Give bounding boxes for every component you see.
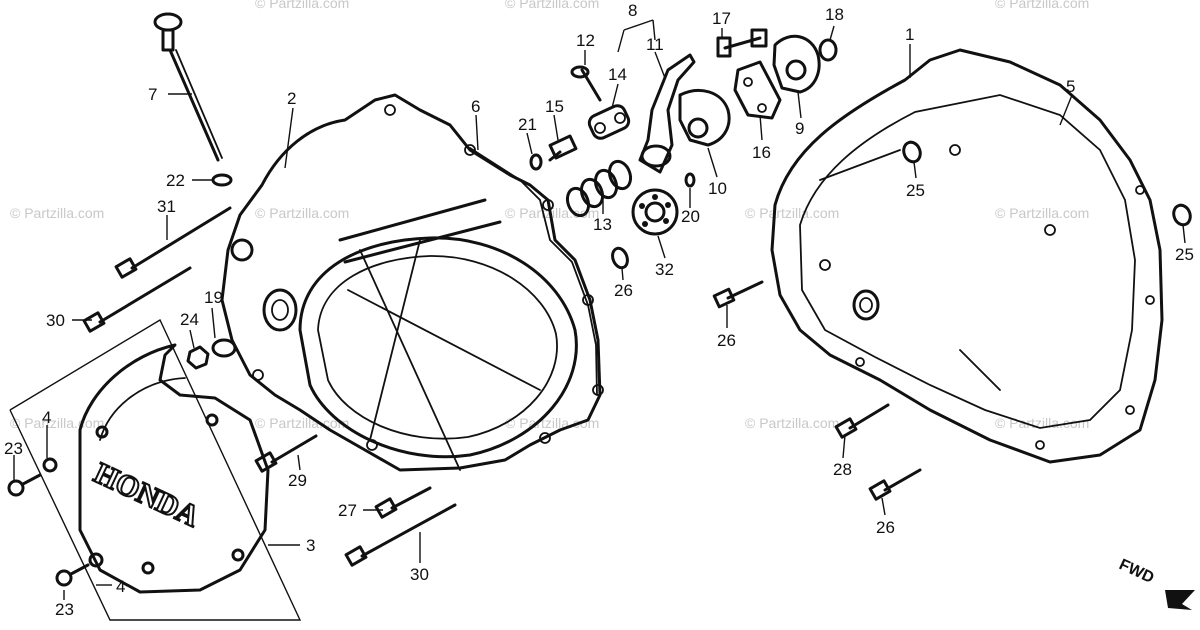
fwd-label: FWD	[1116, 556, 1156, 587]
grommet-4-upper[interactable]	[42, 457, 58, 473]
leader-lines	[13, 19, 1186, 600]
pin-12[interactable]	[570, 65, 602, 102]
washer-18[interactable]	[818, 38, 838, 62]
lifter-piece-9[interactable]	[772, 34, 821, 94]
bolt-30-upper[interactable]	[82, 266, 192, 333]
callout-15: 15	[545, 97, 564, 116]
callout-32: 32	[655, 260, 674, 279]
spring-13[interactable]	[564, 158, 634, 218]
forward-direction-indicator: FWD	[1116, 556, 1195, 610]
clutch-cover-gasket-1[interactable]	[770, 48, 1164, 464]
watermark: © Partzilla.com	[745, 205, 839, 221]
callout-31: 31	[157, 197, 176, 216]
callout-2: 2	[287, 89, 296, 108]
callout-23-upper: 23	[4, 439, 23, 458]
callout-26-middle: 26	[717, 331, 736, 350]
callout-8: 8	[628, 1, 637, 20]
bolt-26-lower[interactable]	[868, 468, 922, 501]
watermark: © Partzilla.com	[10, 205, 104, 221]
callout-26-center: 26	[614, 281, 633, 300]
watermark: © Partzilla.com	[255, 205, 349, 221]
bolt-31[interactable]	[114, 206, 232, 279]
lifter-cam-10[interactable]	[678, 88, 731, 147]
watermark: © Partzilla.com	[995, 415, 1089, 431]
callout-27: 27	[338, 501, 357, 520]
forward-arrow-icon	[1165, 590, 1195, 610]
callout-24: 24	[180, 310, 199, 329]
callout-29: 29	[288, 471, 307, 490]
grommet-4-lower[interactable]	[88, 552, 104, 568]
watermark: © Partzilla.com	[505, 415, 599, 431]
bolt-27[interactable]	[374, 486, 432, 519]
callout-5: 5	[1066, 77, 1075, 96]
callout-10: 10	[708, 179, 727, 198]
callout-11: 11	[646, 35, 664, 54]
callout-7: 7	[148, 85, 157, 104]
callout-9: 9	[795, 119, 804, 138]
cover-outline-bracket	[9, 319, 302, 621]
watermark: © Partzilla.com	[505, 205, 599, 221]
nut-24[interactable]	[186, 345, 210, 370]
callout-12: 12	[576, 31, 595, 50]
right-crankcase-cover[interactable]	[220, 93, 604, 472]
callout-16: 16	[752, 143, 771, 162]
callout-1: 1	[905, 25, 914, 44]
bolt-15[interactable]	[548, 134, 578, 162]
callout-19: 19	[204, 288, 223, 307]
screw-23-lower[interactable]	[55, 563, 90, 587]
callout-30-upper: 30	[46, 311, 65, 330]
callout-4-lower: 4	[116, 577, 125, 596]
watermarks: © Partzilla.com © Partzilla.com © Partzi…	[10, 0, 1089, 431]
o-ring-21[interactable]	[529, 153, 543, 171]
callout-30-lower: 30	[410, 565, 429, 584]
watermark: © Partzilla.com	[255, 0, 349, 11]
watermark: © Partzilla.com	[10, 415, 104, 431]
bearing-32[interactable]	[631, 188, 679, 236]
watermark: © Partzilla.com	[995, 205, 1089, 221]
callout-25-left: 25	[906, 181, 925, 200]
callout-13: 13	[593, 215, 612, 234]
callout-17: 17	[712, 9, 731, 28]
lifter-arm-11[interactable]	[638, 53, 696, 174]
clutch-cover[interactable]: HONDA	[78, 343, 270, 594]
bolt-28[interactable]	[834, 403, 890, 439]
watermark: © Partzilla.com	[995, 0, 1089, 11]
callout-4-upper: 4	[42, 408, 51, 427]
callout-6: 6	[471, 97, 480, 116]
watermark: © Partzilla.com	[505, 0, 599, 11]
callout-28: 28	[833, 460, 852, 479]
lifter-piece-14[interactable]	[587, 103, 632, 141]
callout-22: 22	[166, 171, 185, 190]
callout-21: 21	[518, 115, 537, 134]
screw-23-upper[interactable]	[7, 473, 42, 497]
dowel-25-left[interactable]	[901, 140, 923, 164]
lifter-plate-16[interactable]	[733, 60, 782, 120]
callout-18: 18	[825, 5, 844, 24]
dipstick[interactable]	[153, 12, 223, 162]
honda-logo: HONDA	[89, 456, 204, 533]
callouts: 7 22 31 30 19 24 2 6 4 23 3 4 23 29 27 3…	[4, 1, 1194, 619]
dipstick-o-ring[interactable]	[211, 173, 233, 187]
bolt-26-middle[interactable]	[712, 280, 764, 309]
bolt-30-lower[interactable]	[344, 503, 457, 567]
bolt-17[interactable]	[716, 28, 768, 58]
callout-3: 3	[306, 536, 315, 555]
cover-gasket[interactable]	[469, 147, 598, 396]
callout-20: 20	[681, 207, 700, 226]
callout-25-right: 25	[1175, 245, 1194, 264]
dowel-26-center[interactable]	[610, 246, 630, 270]
watermark: © Partzilla.com	[745, 415, 839, 431]
callout-14: 14	[608, 65, 627, 84]
o-ring-20[interactable]	[684, 172, 696, 188]
callout-23-lower: 23	[55, 600, 74, 619]
dowel-25-right[interactable]	[1171, 203, 1193, 227]
callout-26-lower: 26	[876, 518, 895, 537]
